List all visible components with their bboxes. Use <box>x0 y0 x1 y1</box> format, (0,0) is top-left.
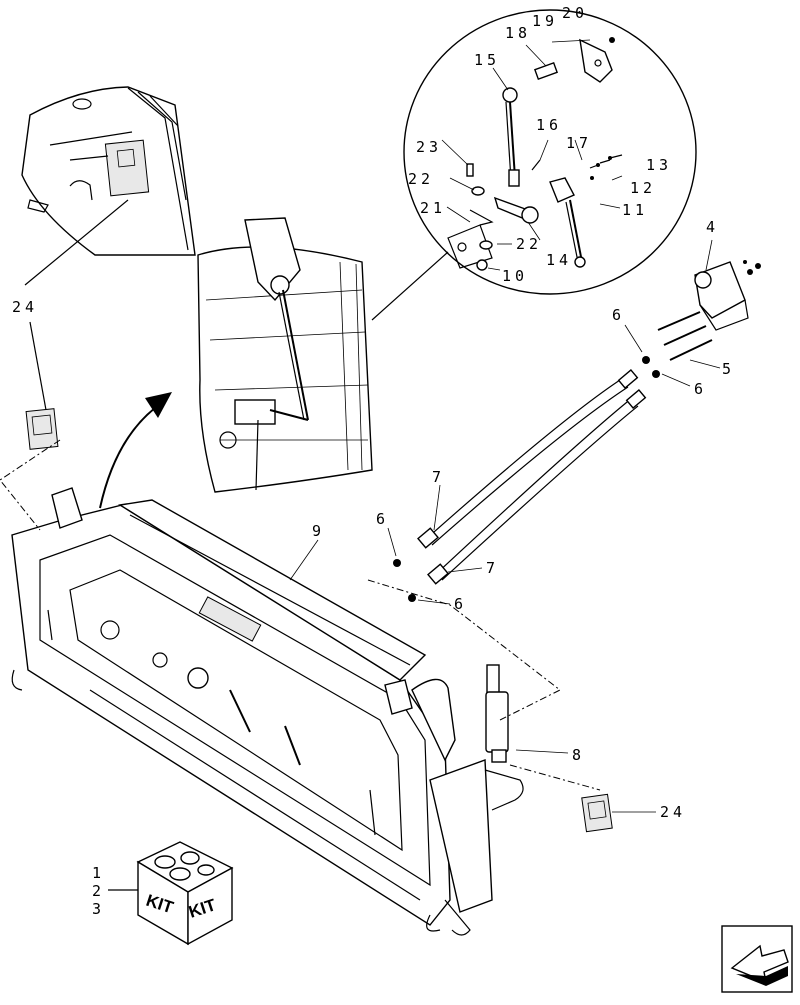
callout-24-lower: 24 <box>660 803 686 821</box>
main-callouts: 4 5 6 6 7 7 6 6 9 8 24 <box>289 218 735 821</box>
cylinder <box>485 664 569 763</box>
callout-9: 9 <box>312 522 325 540</box>
fittings-6 <box>387 324 691 605</box>
callout-1: 1 <box>92 864 105 882</box>
callout-2: 2 <box>92 882 105 900</box>
callout-6-valve-lower: 6 <box>694 380 707 398</box>
callout-5: 5 <box>722 360 735 378</box>
callout-24-upper: 24 <box>12 298 38 316</box>
callout-15: 15 <box>474 51 500 69</box>
circle-leader-line <box>371 251 449 321</box>
valve-block <box>694 239 761 331</box>
callout-6-hose-lower: 6 <box>454 595 467 613</box>
hoses-7 <box>417 369 647 585</box>
callout-22-upper: 22 <box>408 170 434 188</box>
callout-18: 18 <box>505 24 531 42</box>
callout-23: 23 <box>416 138 442 156</box>
callout-10: 10 <box>502 267 528 285</box>
callout-6-valve-upper: 6 <box>612 306 625 324</box>
callout-19: 19 <box>532 12 558 30</box>
callout-6-hose-upper: 6 <box>376 510 389 528</box>
linkage-detail-circle: 20 19 18 15 16 17 23 13 22 12 21 11 22 1… <box>403 4 697 295</box>
bolts-5 <box>657 311 721 369</box>
callout-12: 12 <box>630 179 656 197</box>
callout-22-lower: 22 <box>516 235 542 253</box>
callout-8: 8 <box>572 746 585 764</box>
callout-4: 4 <box>706 218 719 236</box>
location-arrow <box>99 392 172 509</box>
callout-17: 17 <box>566 134 592 152</box>
lever-bracket <box>411 678 524 936</box>
mounted-linkage-view <box>197 217 373 493</box>
callout-14: 14 <box>546 251 572 269</box>
frame-assembly <box>11 487 451 932</box>
decal-24-lower <box>581 793 656 833</box>
decal-detail-view: 24 <box>12 86 196 450</box>
callout-11: 11 <box>622 201 648 219</box>
callout-13: 13 <box>646 156 672 174</box>
callout-21: 21 <box>420 199 446 217</box>
callout-7-lower: 7 <box>486 559 499 577</box>
callout-16: 16 <box>536 116 562 134</box>
callout-7-upper: 7 <box>432 468 445 486</box>
callout-3: 3 <box>92 900 105 918</box>
kit-box: 1 2 3 KIT KIT <box>92 841 234 946</box>
next-page-arrow-icon[interactable] <box>721 925 793 993</box>
phantom-lines <box>0 439 601 791</box>
callout-20: 20 <box>562 4 588 22</box>
